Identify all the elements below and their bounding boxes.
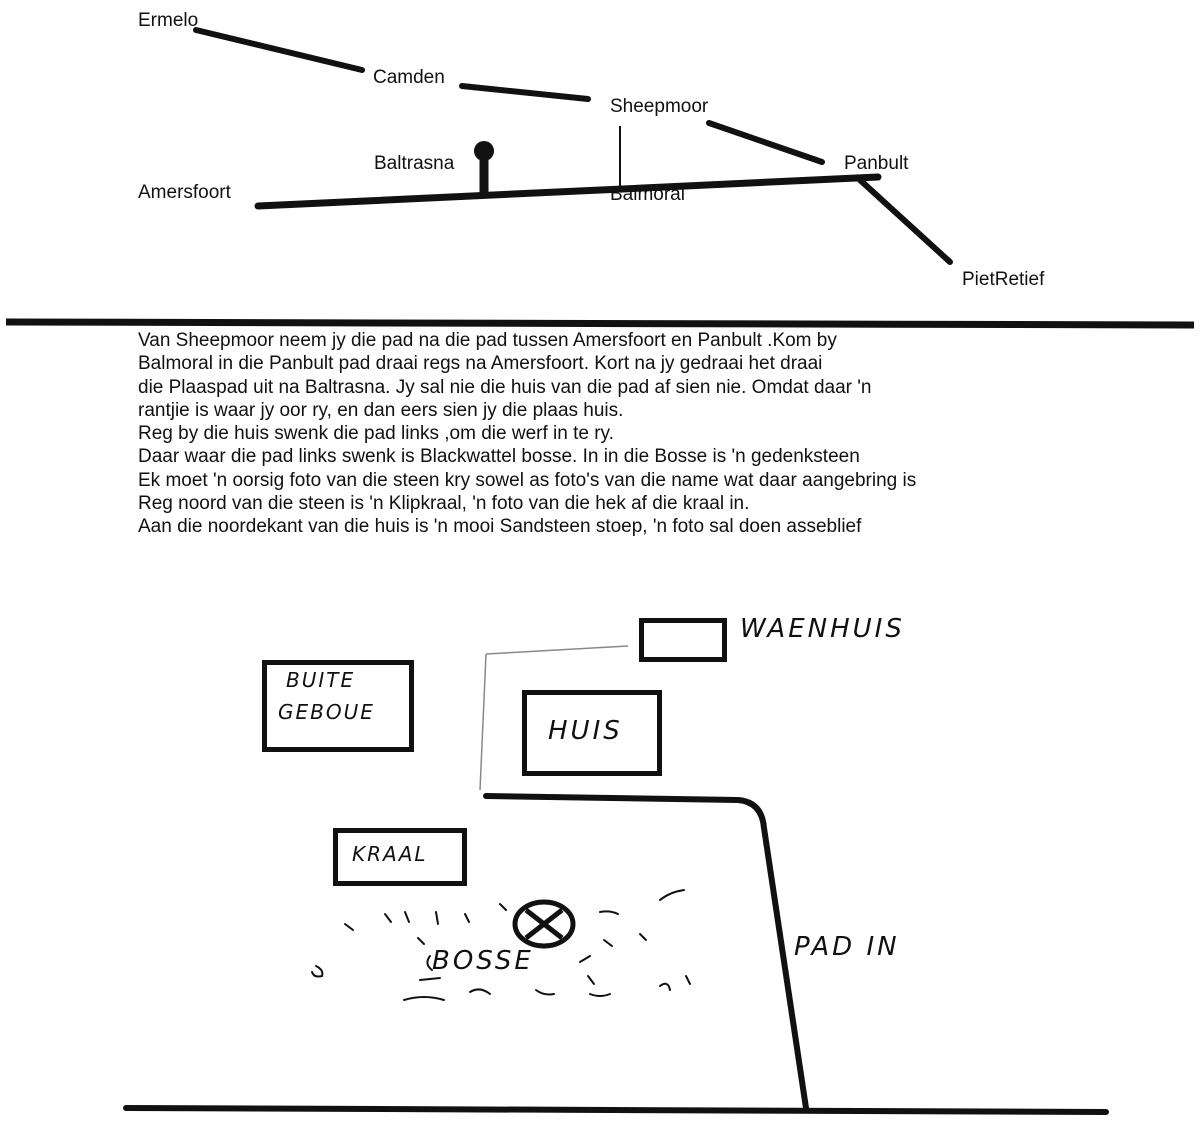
road-ermelo-camden xyxy=(193,27,365,73)
place-pietretief: PietRetief xyxy=(962,269,1045,290)
road-pad-in xyxy=(483,793,809,1111)
directions-line: Reg by die huis swenk die pad links ,om … xyxy=(138,423,614,445)
directions-line: rantjie is waar jy oor ry, en dan eers s… xyxy=(138,399,624,421)
kraal-box xyxy=(333,828,467,886)
label-geboue: GEBOUE xyxy=(278,700,375,724)
label-bosse: BOSSE xyxy=(432,946,534,976)
label-huis: HUIS xyxy=(548,716,623,746)
directions-line: Aan die noordekant van die huis is 'n mo… xyxy=(138,516,862,538)
section-divider xyxy=(5,318,1195,329)
directions-line: Van Sheepmoor neem jy die pad na die pad… xyxy=(138,330,837,351)
label-buite: BUITE xyxy=(286,668,356,692)
baltrasna-marker-icon xyxy=(474,141,494,161)
place-baltrasna: Baltrasna xyxy=(374,153,455,174)
label-pad-in: PAD IN xyxy=(794,932,900,962)
buite-geboue-box xyxy=(262,660,414,752)
route-map-roads xyxy=(5,27,1195,329)
road-camden-sheepmoor xyxy=(459,83,591,102)
place-ermelo: Ermelo xyxy=(138,10,199,31)
place-sheepmoor: Sheepmoor xyxy=(610,96,709,117)
huis-box xyxy=(522,690,662,776)
yard-outline xyxy=(479,645,629,791)
bush-scribbles xyxy=(311,889,691,1001)
memorial-stone-icon xyxy=(512,899,576,949)
directions-line: Reg noord van die steen is 'n Klipkraal,… xyxy=(138,493,750,515)
place-amersfoort: Amersfoort xyxy=(138,182,231,203)
road-amersfoort-panbult xyxy=(254,173,882,210)
place-balmoral: Balmoral xyxy=(610,184,685,205)
directions-line: Ek moet 'n oorsig foto van die steen kry… xyxy=(138,469,917,491)
place-camden: Camden xyxy=(373,67,445,88)
directions-text: Van Sheepmoor neem jy die pad na die pad… xyxy=(138,329,1148,539)
main-road-bottom xyxy=(123,1105,1109,1115)
label-kraal: KRAAL xyxy=(352,842,428,866)
place-panbult: Panbult xyxy=(844,153,909,174)
road-panbult-pietretief xyxy=(857,177,953,265)
directions-line: Balmoral in die Panbult pad draai regs n… xyxy=(138,353,823,375)
label-waenhuis: WAENHUIS xyxy=(740,614,905,644)
road-sheepmoor-panbult xyxy=(706,120,825,165)
directions-line: Daar waar die pad links swenk is Blackwa… xyxy=(138,446,860,468)
waenhuis-box xyxy=(639,618,727,662)
directions-line: die Plaaspad uit na Baltrasna. Jy sal ni… xyxy=(138,376,872,398)
